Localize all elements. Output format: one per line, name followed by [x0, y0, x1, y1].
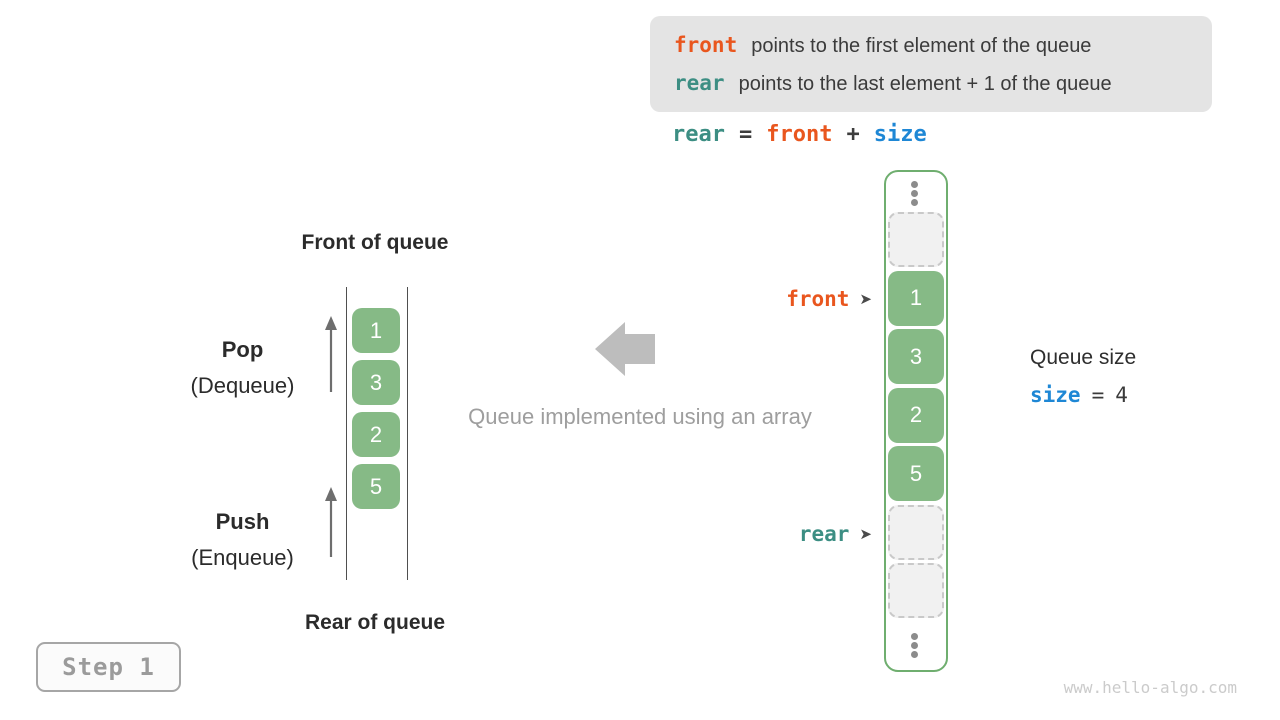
pop-up-arrow-icon — [325, 316, 337, 392]
center-caption: Queue implemented using an array — [468, 404, 812, 429]
formula-equals: = — [738, 122, 753, 147]
legend-line-front: front points to the first element of the … — [674, 27, 1188, 65]
push-label-group: Push (Enqueue) — [170, 504, 315, 576]
dot — [911, 633, 918, 640]
array-cell-filled: 1 — [888, 270, 944, 326]
front-pointer-text: front — [786, 287, 850, 311]
array-cell-filled: 5 — [888, 446, 944, 501]
dot — [911, 642, 918, 649]
rear-pointer-label: rear ➤ — [700, 521, 872, 548]
size-equals: = — [1091, 383, 1105, 407]
channel-line-left — [346, 287, 347, 580]
dot — [911, 181, 918, 188]
enqueue-label: (Enqueue) — [191, 545, 294, 570]
legend-rear-text: points to the last element + 1 of the qu… — [738, 73, 1112, 95]
pop-label-group: Pop (Dequeue) — [170, 332, 315, 404]
left-block-arrow-icon — [595, 322, 655, 376]
queue-size-expression: size = 4 — [1030, 382, 1136, 409]
channel-line-right — [407, 287, 408, 580]
queue-cell: 5 — [352, 464, 400, 509]
push-label: Push — [215, 509, 270, 534]
step-badge: Step 1 — [36, 642, 181, 692]
front-pointer-arrow-icon: ➤ — [859, 290, 872, 308]
size-keyword: size — [1030, 383, 1081, 407]
left-queue-cells: 1 3 2 5 — [352, 308, 400, 509]
queue-cell: 2 — [352, 412, 400, 457]
queue-size-group: Queue size size = 4 — [1030, 344, 1136, 409]
front-pointer-label: front ➤ — [700, 286, 872, 313]
array-cell-empty — [888, 212, 944, 267]
dot — [911, 190, 918, 197]
dequeue-label: (Dequeue) — [190, 373, 295, 398]
formula-plus: + — [846, 122, 860, 147]
array-cell-filled: 3 — [888, 329, 944, 384]
dot — [911, 651, 918, 658]
formula-front: front — [766, 122, 833, 147]
array-cell-filled: 2 — [888, 387, 944, 443]
legend-box: front points to the first element of the … — [650, 16, 1212, 112]
front-of-queue-label: Front of queue — [301, 231, 449, 254]
pop-label: Pop — [221, 337, 264, 362]
legend-front-text: points to the first element of the queue — [751, 35, 1092, 57]
size-value: 4 — [1115, 383, 1128, 407]
rear-of-queue-label: Rear of queue — [304, 611, 446, 634]
watermark: www.hello-algo.com — [1063, 678, 1237, 697]
formula-size: size — [873, 122, 927, 147]
ellipsis-bottom-icon — [907, 633, 922, 658]
rear-pointer-arrow-icon: ➤ — [859, 525, 872, 543]
array-cell-empty — [888, 504, 944, 560]
push-up-arrow-icon — [325, 487, 337, 557]
rear-keyword: rear — [674, 71, 725, 95]
queue-cell: 1 — [352, 308, 400, 353]
queue-cell: 3 — [352, 360, 400, 405]
queue-size-title: Queue size — [1030, 346, 1137, 369]
formula-rear: rear — [672, 122, 725, 147]
formula: rear = front + size — [672, 121, 927, 149]
array-cell-empty — [888, 563, 944, 618]
legend-line-rear: rear points to the last element + 1 of th… — [674, 65, 1188, 103]
ellipsis-top-icon — [907, 181, 922, 206]
rear-pointer-text: rear — [798, 522, 850, 546]
dot — [911, 199, 918, 206]
front-keyword: front — [674, 33, 738, 57]
